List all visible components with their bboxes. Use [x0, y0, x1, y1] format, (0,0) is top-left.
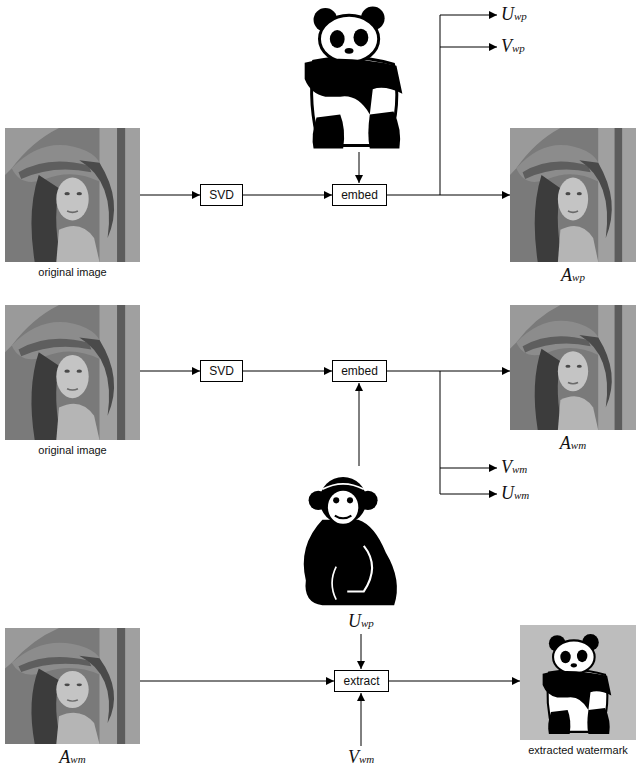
box-label: embed — [333, 185, 386, 205]
arrow-connector — [243, 195, 332, 196]
matrix-label: Uwp — [501, 4, 527, 26]
image-caption: Awm — [59, 747, 85, 769]
photo — [5, 128, 140, 262]
process-box: embed — [332, 360, 387, 382]
process-box: SVD — [200, 360, 243, 382]
box-label: extract — [335, 671, 387, 691]
image-caption: original image — [38, 443, 106, 457]
matrix-label: Vwm — [501, 457, 527, 479]
output-arrow — [440, 15, 497, 195]
photo — [510, 128, 636, 262]
process-box: SVD — [200, 184, 243, 206]
arrow-connector — [243, 371, 332, 372]
output-arrow — [440, 371, 497, 494]
image-caption: extracted watermark — [528, 743, 628, 757]
arrow-connector — [387, 371, 510, 372]
image-panel: original image — [5, 305, 140, 440]
image-caption: Awm — [560, 433, 586, 455]
matrix-label: Vwp — [501, 36, 525, 58]
process-box: embed — [332, 184, 387, 206]
arrow-connector — [387, 195, 510, 196]
box-label: SVD — [201, 185, 242, 205]
matrix-label: Uwm — [501, 483, 529, 505]
photo — [510, 305, 636, 430]
arrow-connector — [140, 195, 200, 196]
matrix-label: Vwm — [348, 747, 374, 769]
extracted-panda — [543, 634, 612, 734]
output-arrow — [440, 468, 497, 469]
image-panel: extracted watermark — [520, 625, 636, 740]
photo — [5, 628, 140, 744]
panda-watermark — [305, 6, 403, 148]
extracted-panel — [520, 625, 636, 740]
arrow-connector — [140, 371, 200, 372]
output-arrow — [440, 47, 497, 48]
arrow-connector — [140, 681, 334, 682]
box-label: embed — [333, 361, 386, 381]
monkey-watermark — [304, 477, 397, 605]
image-caption: original image — [38, 265, 106, 279]
photo — [5, 305, 140, 440]
image-caption: Awp — [561, 265, 585, 287]
image-panel: Awm — [510, 305, 636, 430]
image-panel: Awm — [5, 628, 140, 744]
process-box: extract — [334, 670, 389, 692]
key-arrow — [361, 634, 362, 669]
arrow-connector — [389, 681, 520, 682]
image-panel: original image — [5, 128, 140, 262]
box-label: SVD — [201, 361, 242, 381]
image-panel: Awp — [510, 128, 636, 262]
matrix-label: Uwp — [348, 611, 374, 633]
key-arrow — [361, 693, 362, 746]
watermark-arrow — [359, 152, 360, 183]
watermark-arrow — [359, 383, 360, 466]
